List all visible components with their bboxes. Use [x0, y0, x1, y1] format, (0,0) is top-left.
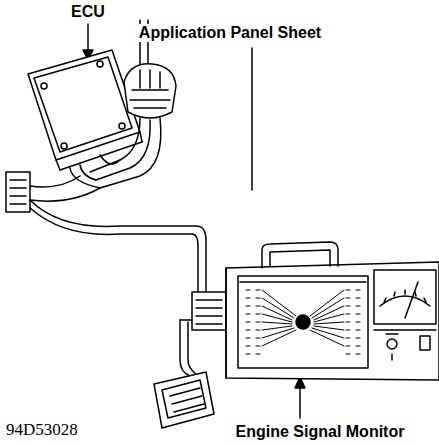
part-label: ECU: [69, 3, 107, 21]
figure-code: 94D53028: [4, 421, 80, 440]
part-label: Application Panel Sheet: [137, 24, 323, 42]
part-label: Engine Signal Monitor: [234, 423, 407, 441]
